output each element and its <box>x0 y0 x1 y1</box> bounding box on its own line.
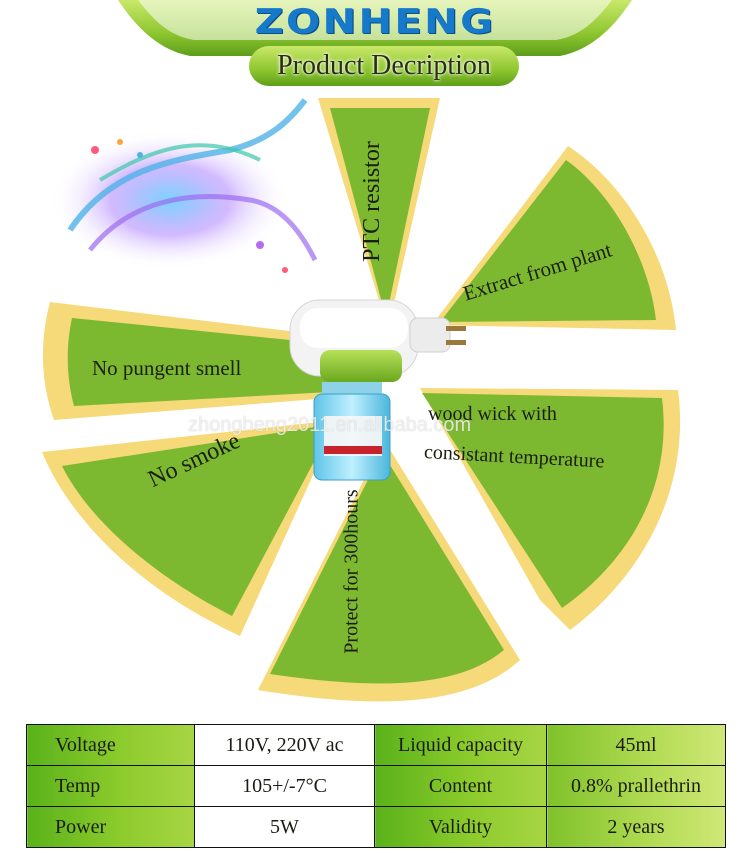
spec-value: 0.8% prallethrin <box>546 765 726 807</box>
leaf-smell <box>42 302 331 420</box>
leaf-ptc <box>318 98 440 330</box>
watermark: zhongheng2011.en.alibaba.com <box>188 414 472 436</box>
banner-graphic <box>118 0 632 86</box>
feature-smell-label: No pungent smell <box>92 356 242 380</box>
spec-key: Temp <box>26 765 195 807</box>
spec-key: Content <box>374 765 547 807</box>
table-row: Voltage 110V, 220V ac Liquid capacity 45… <box>26 724 726 766</box>
brand-logo: ZONHENG <box>254 2 496 42</box>
mosquito-repellent-device <box>289 299 466 481</box>
spec-key: Voltage <box>26 724 195 766</box>
feature-protect-label: Protect for 300hours <box>340 489 363 654</box>
banner-title: Product Decription <box>277 50 491 81</box>
leaf-wick <box>420 388 681 630</box>
leaf-smoke <box>42 420 338 636</box>
title-pill <box>249 46 519 86</box>
spec-key: Power <box>26 806 195 848</box>
feature-wick-label-line1: wood wick with <box>428 403 557 425</box>
spec-key: Liquid capacity <box>374 724 547 766</box>
spec-value: 2 years <box>546 806 726 848</box>
spec-value: 110V, 220V ac <box>194 724 375 766</box>
table-row: Power 5W Validity 2 years <box>26 806 726 848</box>
spec-value: 5W <box>194 806 375 848</box>
banner-highlight <box>138 0 612 40</box>
spec-table: Voltage 110V, 220V ac Liquid capacity 45… <box>26 724 726 848</box>
spec-value: 45ml <box>546 724 726 766</box>
leaf-plant <box>432 146 676 330</box>
spec-value: 105+/-7°C <box>194 765 375 807</box>
leaf-protect <box>258 440 520 702</box>
spec-key: Validity <box>374 806 547 848</box>
feature-fan <box>42 98 681 702</box>
feature-ptc-label: PTC resistor <box>358 141 385 262</box>
table-row: Temp 105+/-7°C Content 0.8% prallethrin <box>26 765 726 807</box>
water-splash-image <box>50 98 318 273</box>
